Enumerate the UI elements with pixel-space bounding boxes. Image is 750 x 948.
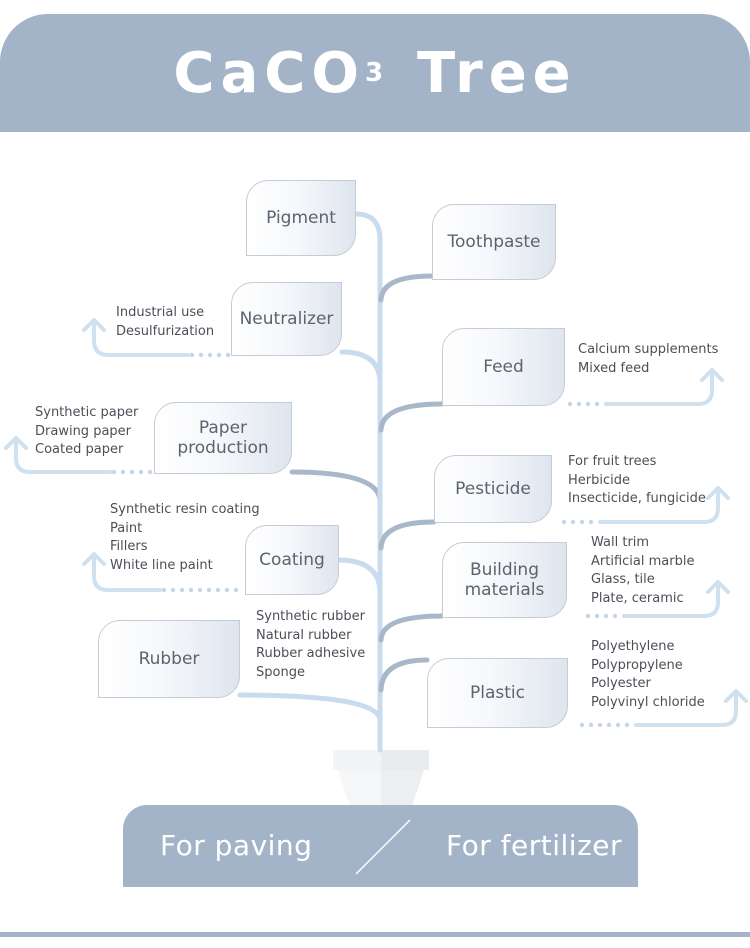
title-end: Tree [417,40,577,106]
use-item: Wall trim [591,535,650,550]
node-label: Pesticide [455,479,531,499]
use-item: Polyester [591,676,651,691]
uses-building-materials: Wall trim Artificial marble Glass, tile … [591,534,694,608]
use-item: Mixed feed [578,360,650,376]
node-paper-production: Paper production [154,402,292,474]
use-item: Industrial use [116,305,205,320]
use-item: Paint [110,520,143,536]
node-rubber: Rubber [98,620,240,698]
node-pesticide: Pesticide [434,455,552,523]
use-item: Polyethylene [591,639,675,654]
uses-plastic: Polyethylene Polypropylene Polyester Pol… [591,638,705,712]
pot [333,750,429,806]
node-pigment: Pigment [246,180,356,256]
node-coating: Coating [245,525,339,595]
use-item: For fruit trees [568,454,657,469]
use-item: Synthetic rubber [256,609,365,624]
use-item: Fillers [110,539,148,554]
node-label: Building materials [464,560,545,600]
node-label: Feed [483,357,524,377]
title-main: CaCO [173,40,365,106]
title-subscript: 3 [364,58,384,88]
use-item: Synthetic resin coating [110,502,260,517]
uses-paper-production: Synthetic paper Drawing paper Coated pap… [35,404,138,460]
bottom-divider [0,932,750,937]
use-item: Synthetic paper [35,405,139,420]
base-banner [123,805,638,887]
use-item: Herbicide [568,472,630,488]
use-arrows [4,318,748,727]
node-label: Toothpaste [447,232,541,252]
use-item: Natural rubber [256,627,352,643]
dotted-connectors [111,352,630,728]
use-item: Sponge [256,664,305,680]
use-item: White line paint [110,557,213,573]
use-item: Glass, tile [591,572,655,587]
branches [237,211,445,753]
use-item: Drawing paper [35,423,132,439]
node-toothpaste: Toothpaste [432,204,556,280]
uses-feed: Calcium supplements Mixed feed [578,341,718,378]
use-item: Polyvinyl chloride [591,694,705,710]
node-label: Coating [259,550,325,570]
use-item: Insecticide, fungicide [568,491,706,506]
node-label: Plastic [470,683,525,703]
node-label: Neutralizer [239,309,334,329]
use-item: Artificial marble [591,553,695,569]
base-right-label: For fertilizer [446,829,622,862]
node-label: Paper production [177,418,269,458]
base-left-label: For paving [160,829,313,862]
uses-neutralizer: Industrial use Desulfurization [116,304,214,341]
use-item: Plate, ceramic [591,590,684,606]
use-item: Rubber adhesive [256,646,366,661]
uses-pesticide: For fruit trees Herbicide Insecticide, f… [568,453,706,509]
header-banner [0,14,750,132]
use-item: Polypropylene [591,657,683,673]
node-neutralizer: Neutralizer [231,282,342,356]
uses-rubber: Synthetic rubber Natural rubber Rubber a… [256,608,365,682]
node-building-materials: Building materials [442,542,567,618]
node-label: Rubber [138,649,200,669]
node-feed: Feed [442,328,565,406]
use-item: Desulfurization [116,323,215,339]
use-item: Calcium supplements [578,342,719,357]
uses-coating: Synthetic resin coating Paint Fillers Wh… [110,501,260,575]
node-plastic: Plastic [427,658,568,728]
node-label: Pigment [266,208,336,228]
use-item: Coated paper [35,442,124,457]
